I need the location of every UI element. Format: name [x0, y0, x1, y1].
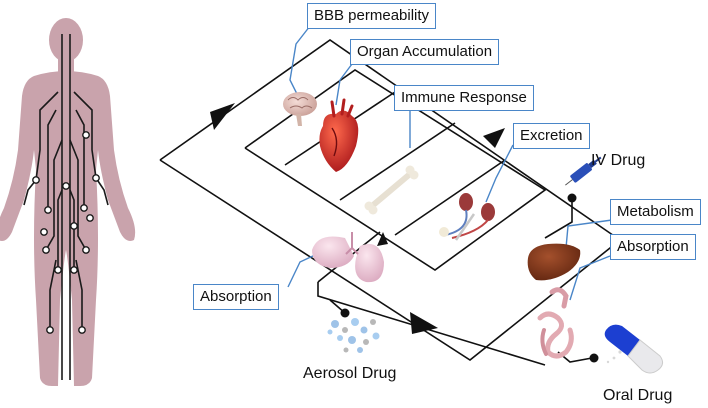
liver-icon	[527, 243, 581, 281]
oral-junction-dot	[589, 353, 599, 363]
arrow-left	[210, 103, 235, 130]
organ-accumulation-label: Organ Accumulation	[350, 39, 500, 65]
bbb-permeability-label: BBB permeability	[307, 3, 437, 29]
immune-response-label: Immune Response	[394, 85, 534, 111]
heart-icon	[319, 98, 359, 172]
arrow-bottom	[410, 312, 438, 334]
callout-connectors	[287, 25, 613, 301]
bone-icon	[364, 165, 419, 215]
iv-drug-label: IV Drug	[591, 152, 646, 169]
oral-drug-label: Oral Drug	[603, 387, 673, 404]
metabolism-label: Metabolism	[610, 199, 701, 225]
syringe-icon	[565, 156, 602, 186]
absorption-aerosol-label: Absorption	[193, 284, 279, 310]
pill-capsule-icon	[604, 324, 664, 374]
intestine-icon	[537, 287, 574, 359]
absorption-oral-label: Absorption	[610, 234, 696, 260]
aerosol-particles-icon	[327, 318, 380, 353]
flow-arrows	[210, 103, 505, 334]
arrow-right	[483, 128, 505, 148]
human-body-circuit-icon	[0, 18, 136, 386]
arrow-up-lung	[377, 232, 388, 246]
iv-junction-dot	[567, 193, 577, 203]
aerosol-junction-dot	[340, 308, 350, 318]
lung-icon	[312, 232, 384, 283]
brain-icon	[283, 92, 317, 126]
excretion-label: Excretion	[513, 123, 590, 149]
junction-dots	[340, 193, 599, 363]
kidney-icon	[439, 193, 495, 241]
aerosol-drug-label: Aerosol Drug	[303, 365, 397, 382]
